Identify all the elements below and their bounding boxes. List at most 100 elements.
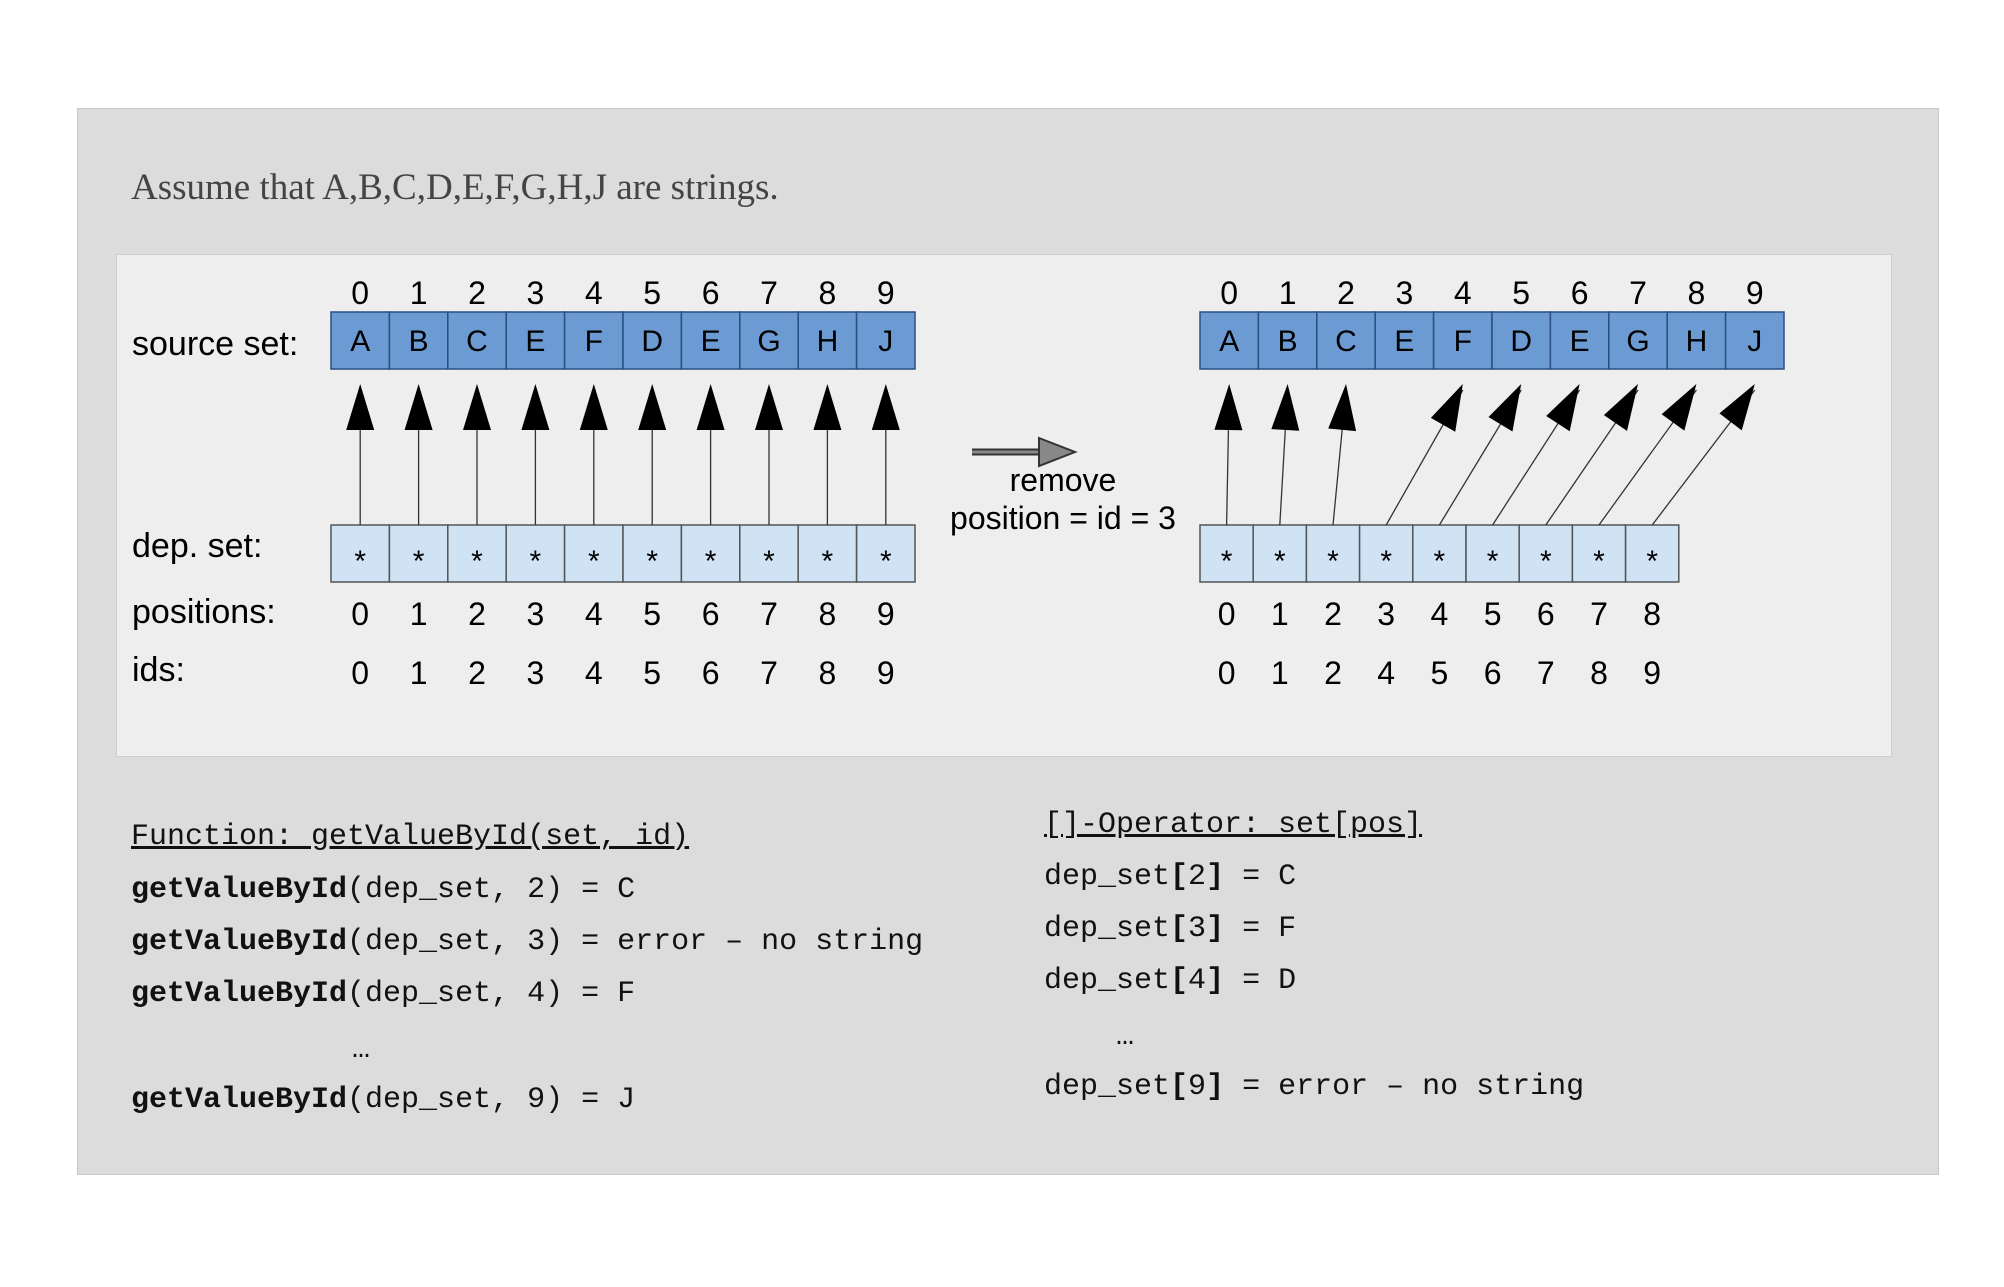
left-pointer-head	[638, 384, 667, 430]
positions-label: positions:	[132, 593, 276, 631]
left-index-6: 6	[702, 275, 720, 311]
right-pointer-head	[1488, 384, 1522, 432]
left-dep-cell	[797, 524, 858, 583]
left-position-4: 4	[585, 596, 603, 632]
left-pointer-head	[813, 384, 842, 430]
left-id-9: 9	[877, 655, 895, 691]
left-position-0: 0	[351, 596, 369, 632]
right-id-4: 5	[1431, 655, 1449, 691]
left-id-3: 3	[527, 655, 545, 691]
left-index-8: 8	[819, 275, 837, 311]
left-pointer-head	[579, 384, 608, 430]
operator-example-line: dep_set[9] = error – no string	[1044, 1070, 1585, 1104]
left-source-value: D	[641, 325, 663, 358]
left-dep-value: *	[530, 545, 542, 578]
left-position-3: 3	[527, 596, 545, 632]
right-source-value: J	[1747, 325, 1762, 358]
left-source-cell	[855, 311, 916, 370]
right-dep-value: *	[1327, 545, 1339, 578]
left-dep-value: *	[646, 545, 658, 578]
ids-label: ids:	[132, 651, 185, 689]
left-pointer-head	[755, 384, 783, 430]
right-index-2: 2	[1337, 275, 1355, 311]
right-pointer-head	[1603, 384, 1638, 431]
left-dep-value: *	[588, 545, 600, 578]
left-dep-value: *	[471, 545, 483, 578]
right-dep-value: *	[1221, 545, 1233, 578]
left-pointer-head	[696, 384, 725, 430]
left-source-cell	[622, 311, 683, 370]
right-pointer-head	[1214, 384, 1243, 431]
operator-example-line: …	[1116, 1020, 1135, 1054]
left-source-cell	[680, 311, 741, 370]
left-source-cell	[563, 311, 624, 370]
right-source-cell	[1666, 311, 1727, 370]
right-index-9: 9	[1746, 275, 1764, 311]
right-position-1: 1	[1271, 596, 1289, 632]
left-index-1: 1	[410, 275, 428, 311]
left-dep-value: *	[354, 545, 366, 578]
left-id-4: 4	[585, 655, 603, 691]
right-source-cell	[1374, 311, 1435, 370]
right-source-cell	[1608, 311, 1668, 370]
right-source-value: G	[1626, 325, 1649, 358]
left-position-7: 7	[760, 596, 778, 632]
left-dep-value: *	[822, 545, 834, 578]
right-index-7: 7	[1629, 275, 1647, 311]
right-dep-value: *	[1593, 545, 1605, 578]
right-source-value: E	[1570, 325, 1590, 358]
right-id-1: 1	[1271, 655, 1289, 691]
right-position-8: 8	[1643, 596, 1661, 632]
left-source-value: F	[585, 325, 603, 358]
left-pointer-head	[404, 384, 433, 430]
right-source-value: E	[1394, 325, 1414, 358]
left-diagram: 0A1B2C3E4F5D6E7G8H9J*00*11*22*33*44*55*6…	[330, 275, 916, 691]
right-id-7: 8	[1590, 655, 1608, 691]
right-dep-cell	[1358, 524, 1414, 583]
right-source-value: H	[1686, 325, 1708, 358]
left-source-cell	[330, 311, 391, 370]
dep-set-label: dep. set:	[132, 527, 262, 565]
left-id-6: 6	[702, 655, 720, 691]
left-id-1: 1	[410, 655, 428, 691]
right-id-8: 9	[1643, 655, 1661, 691]
left-dep-value: *	[880, 545, 892, 578]
left-source-cell	[797, 311, 858, 370]
operator-example-line: dep_set[2] = C	[1044, 860, 1297, 894]
right-source-value: C	[1335, 325, 1357, 358]
left-index-0: 0	[351, 275, 369, 311]
left-index-9: 9	[877, 275, 895, 311]
right-source-cell	[1724, 311, 1785, 370]
right-index-0: 0	[1220, 275, 1238, 311]
left-index-2: 2	[468, 275, 486, 311]
right-pointer-head	[1271, 384, 1300, 431]
function-example-line: getValueById(dep_set, 2) = C	[131, 873, 636, 907]
left-source-value: G	[757, 325, 780, 358]
function-example-line: getValueById(dep_set, 4) = F	[131, 977, 636, 1011]
right-index-8: 8	[1688, 275, 1706, 311]
function-header: Function: getValueById(set, id)	[131, 820, 690, 854]
right-index-1: 1	[1279, 275, 1297, 311]
left-source-cell	[388, 311, 449, 370]
right-position-2: 2	[1324, 596, 1342, 632]
right-source-value: D	[1510, 325, 1532, 358]
right-pointer-head	[1661, 384, 1697, 431]
left-dep-cell	[855, 524, 916, 583]
left-dep-cell	[505, 524, 566, 583]
right-source-cell	[1491, 311, 1552, 370]
right-source-value: F	[1454, 325, 1472, 358]
right-id-2: 2	[1324, 655, 1342, 691]
operator-header: []-Operator: set[pos]	[1044, 808, 1423, 842]
left-position-1: 1	[410, 596, 428, 632]
left-position-8: 8	[819, 596, 837, 632]
left-pointer-head	[463, 384, 491, 430]
right-pointer-head	[1546, 384, 1580, 432]
assumption-note: Assume that A,B,C,D,E,F,G,H,J are string…	[131, 167, 779, 208]
left-dep-cell	[447, 524, 507, 583]
left-index-3: 3	[527, 275, 545, 311]
right-source-value: B	[1278, 325, 1298, 358]
source-set-label: source set:	[132, 325, 298, 363]
function-example-line: getValueById(dep_set, 9) = J	[131, 1083, 636, 1117]
right-source-cell	[1549, 311, 1610, 370]
right-diagram: 0A1B2C3E4F5D6E7G8H9J*00*11*22*34*45*56*6…	[1199, 275, 1785, 691]
